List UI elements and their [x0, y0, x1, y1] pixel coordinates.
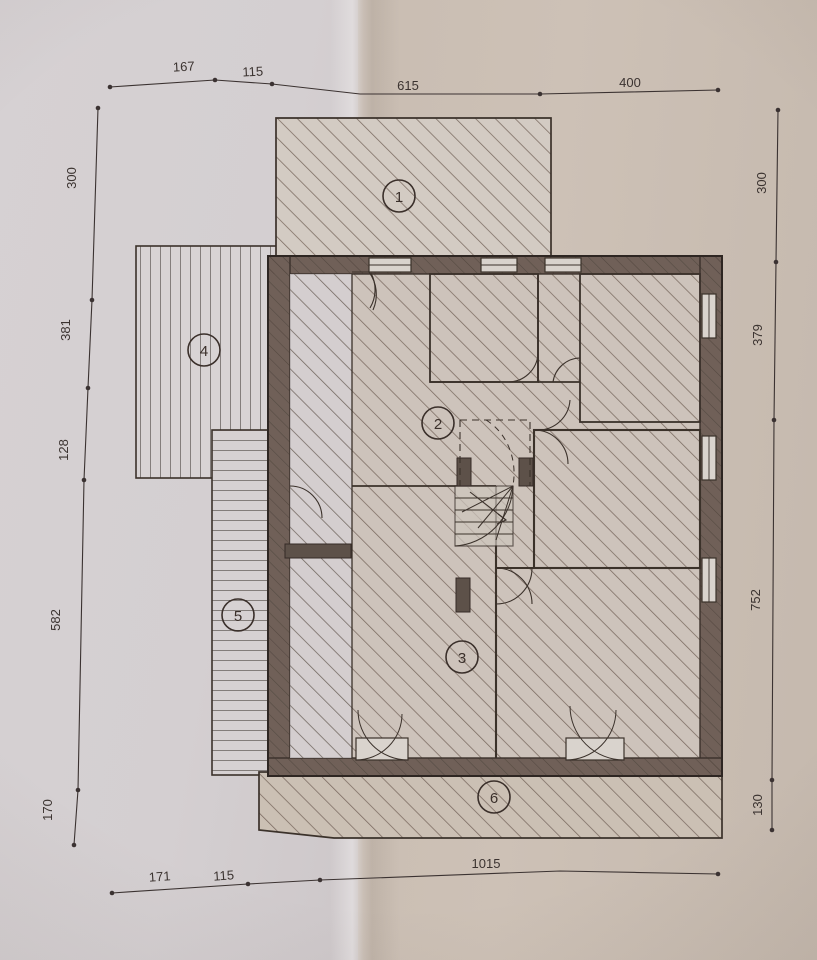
dim-left-2: 128 — [56, 439, 71, 461]
dim-bottom-2: 1015 — [472, 856, 501, 871]
staircase — [454, 419, 531, 547]
room-marker-1: 1 — [382, 179, 416, 213]
room-6-terrace — [258, 771, 723, 839]
dim-right-1: 379 — [750, 324, 765, 346]
dim-bottom-0: 171 — [148, 868, 171, 884]
room-marker-2: 2 — [421, 406, 455, 440]
dimension-labels: 167 115 615 400 171 115 1015 300 381 128… — [40, 58, 769, 884]
dim-left-4: 170 — [40, 799, 55, 821]
windows-top-wall — [368, 257, 582, 273]
dim-left-0: 300 — [64, 167, 79, 189]
dim-top-3: 400 — [619, 75, 641, 90]
room-label-5: 5 — [234, 608, 242, 625]
room-label-2: 2 — [434, 416, 442, 433]
dim-right-2: 752 — [748, 589, 763, 611]
dimension-ticks — [71, 77, 781, 896]
room-label-3: 3 — [458, 650, 466, 667]
room-label-1: 1 — [395, 189, 403, 206]
room-label-4: 4 — [200, 343, 208, 360]
room-marker-6: 6 — [477, 780, 511, 814]
dim-right-0: 300 — [754, 172, 769, 194]
room-marker-4: 4 — [187, 333, 221, 367]
room-markers: 1 2 3 4 5 6 — [187, 179, 511, 814]
dim-left-3: 582 — [48, 609, 63, 631]
dim-left-1: 381 — [58, 319, 73, 341]
dim-right-3: 130 — [750, 794, 765, 816]
dim-top-0: 167 — [173, 58, 195, 74]
room-marker-3: 3 — [445, 640, 479, 674]
openings-bottom-wall — [355, 705, 625, 761]
windows-right-wall — [701, 293, 717, 603]
dim-top-1: 115 — [242, 63, 263, 79]
door-jambs — [284, 457, 534, 613]
dim-top-2: 615 — [397, 78, 419, 93]
room-label-6: 6 — [490, 790, 498, 807]
door-swings — [289, 271, 581, 605]
dim-bottom-1: 115 — [213, 867, 235, 883]
room-marker-5: 5 — [221, 598, 255, 632]
